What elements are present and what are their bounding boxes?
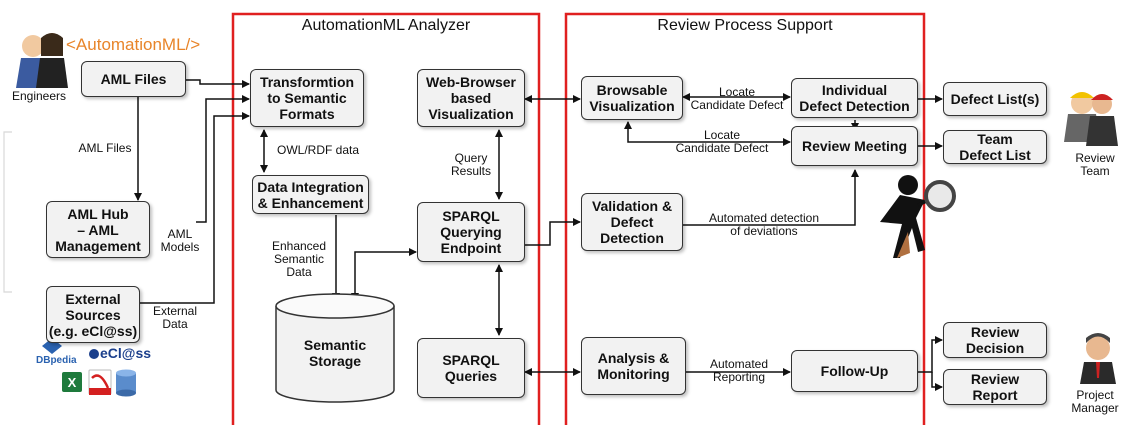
external-sources-box: External Sources (e.g. eCl@ss) [46,286,140,343]
validation-defect-detection-box: Validation & Defect Detection [581,193,683,251]
database-icon [116,369,136,397]
review-region-title: Review Process Support [657,17,833,34]
left-bracket [3,131,12,293]
followup-to-decision-arrow [918,336,943,373]
browsable-visualization-box: Browsable Visualization [581,76,683,120]
analysis-monitoring-box: Analysis & Monitoring [581,337,686,395]
storage-endpoint-arrow [351,248,417,301]
owl-rdf-label: OWL/RDF data [276,143,360,157]
project-manager-label: Project Manager [1071,388,1119,415]
aml-files-edge-label: AML Files [78,141,132,155]
eclass-swoosh-icon [89,349,99,359]
automated-reporting-label: Automated Reporting [709,357,769,384]
sparql-queries-box: SPARQL Queries [417,338,525,398]
analyzer-region [231,12,541,425]
aml-hub-box: AML Hub – AML Management [46,201,150,258]
followup-to-report-arrow [931,372,943,391]
query-results-label: Query Results [450,151,491,178]
review-team-icon [1064,92,1118,146]
team-defect-list-box: Team Defect List [943,130,1047,164]
endpoint-validation-arrow [525,218,581,246]
review-report-box: Review Report [943,369,1047,405]
pdf-icon [88,369,112,395]
svg-text:X: X [68,375,77,390]
semantic-storage-cylinder [275,293,395,403]
external-data-label: External Data [152,304,198,331]
validation-to-meeting-arrow [683,169,859,226]
engineers-icon [16,33,68,88]
locate-defect-label-top: Locate Candidate Defect [690,85,784,112]
automationml-brand: <AutomationML/> [66,35,201,54]
enhanced-data-label: Enhanced Semantic Data [271,239,327,279]
data-integration-box: Data Integration & Enhancement [252,175,369,214]
browsable-meeting-arrow [624,121,791,146]
aml-files-box: AML Files [81,61,186,97]
locate-defect-label-bottom: Locate Candidate Defect [675,128,769,155]
engineers-label: Engineers [11,89,67,103]
aml-models-label: AML Models [160,227,200,254]
reviewer-magnifier-icon [880,175,956,258]
analyzer-region-title: AutomationML Analyzer [301,17,471,34]
review-region [564,12,926,425]
review-meeting-box: Review Meeting [791,126,918,166]
semantic-storage-label: Semantic Storage [303,337,367,369]
web-browser-visualization-box: Web-Browser based Visualization [417,69,525,127]
eclass-logo-text: eCl@ss [100,345,152,361]
excel-icon: X [62,372,82,392]
defect-lists-box: Defect List(s) [943,82,1047,116]
individual-defect-detection-box: Individual Defect Detection [791,78,918,118]
automated-detection-label: Automated detection of deviations [708,211,820,238]
aml-files-to-transformation-arrow [186,79,250,88]
dbpedia-logo-text: DBpedia [36,355,77,366]
sparql-endpoint-box: SPARQL Querying Endpoint [417,202,525,262]
hub-to-transformation-arrow [196,95,250,223]
transformation-box: Transformtion to Semantic Formats [250,69,364,127]
review-decision-box: Review Decision [943,322,1047,358]
project-manager-icon [1080,333,1116,384]
review-team-label: Review Team [1075,151,1115,178]
follow-up-box: Follow-Up [791,350,918,392]
external-to-transformation-arrow [140,112,250,304]
